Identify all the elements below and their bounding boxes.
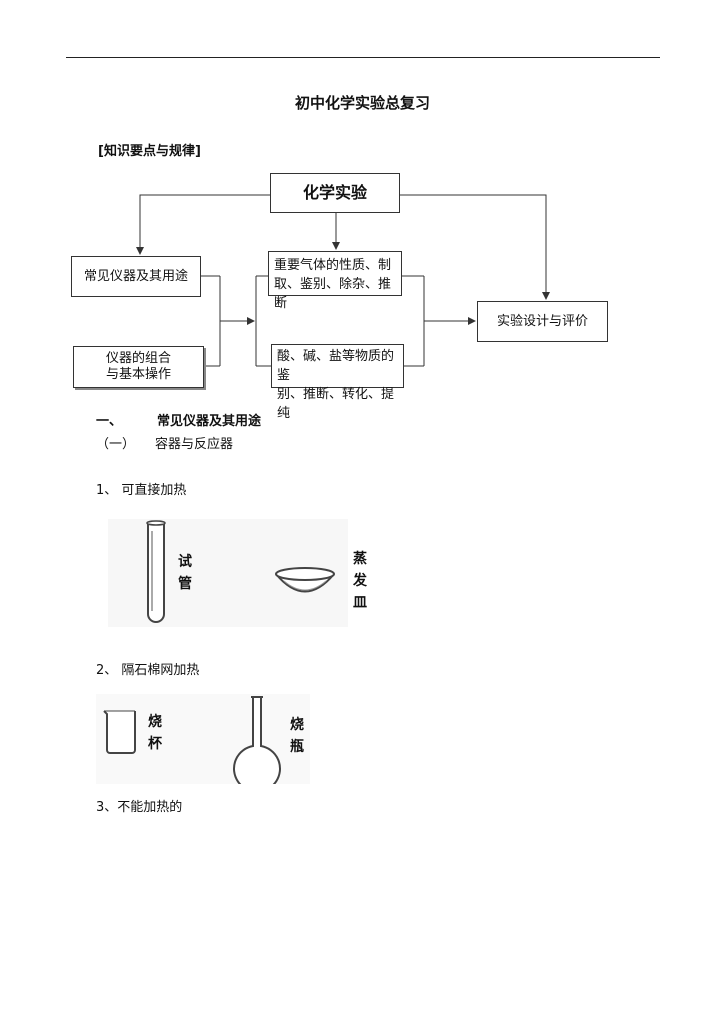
diagram-gases-line1: 重要气体的性质、制: [274, 258, 392, 273]
section-title: 常见仪器及其用途: [157, 414, 262, 429]
subsection-title: 容器与反应器: [155, 437, 234, 452]
list-item-gauze-heating: 2、 隔石棉网加热: [96, 663, 200, 678]
test-tube-icon: [146, 520, 166, 623]
beaker-icon: [103, 710, 136, 754]
diagram-main-node: 化学实验: [270, 173, 400, 213]
beaker-label: 烧 杯: [148, 714, 162, 752]
flowchart-connectors: [136, 194, 550, 367]
figure-direct-heating-drawing: [146, 520, 335, 623]
document-title: 初中化学实验总复习: [294, 94, 430, 112]
figure-gauze-heating: 烧 杯 烧 瓶: [96, 694, 310, 793]
section-tag: [知识要点与规律]: [98, 144, 201, 159]
diagram-combination-line1: 仪器的组合: [105, 351, 171, 366]
evaporating-dish-icon: [275, 567, 335, 593]
diagram-acids-node: 酸、碱、盐等物质的鉴 别、推断、转化、提纯: [271, 344, 404, 421]
diagram-acids-line1: 酸、碱、盐等物质的鉴: [277, 349, 395, 383]
list-item-direct-heating: 1、 可直接加热: [96, 483, 187, 498]
diagram-main-label: 化学实验: [302, 183, 367, 202]
section-number: 一、: [96, 414, 123, 429]
evaporating-dish-label: 蒸 发 皿: [353, 551, 367, 611]
diagram-gases-line2: 取、鉴别、除杂、推断: [274, 277, 392, 311]
diagram-design-label: 实验设计与评价: [496, 313, 588, 329]
diagram-combination-node: 仪器的组合 与基本操作: [73, 346, 204, 388]
subsection-number: （一）: [96, 437, 136, 452]
flask-label: 烧 瓶: [290, 717, 304, 755]
list-item-no-heating: 3、不能加热的: [96, 800, 183, 815]
figure-direct-heating: 试 管: [108, 519, 348, 627]
header-rule: [66, 57, 660, 58]
diagram-combination-line2: 与基本操作: [105, 367, 171, 382]
figure-gauze-heating-drawing: [103, 696, 281, 793]
diagram-instruments-label: 常见仪器及其用途: [83, 268, 188, 284]
diagram-design-node: 实验设计与评价: [477, 301, 608, 342]
diagram-acids-line2: 别、推断、转化、提纯: [277, 387, 395, 421]
diagram-instruments-node: 常见仪器及其用途: [71, 256, 201, 297]
diagram-gases-node: 重要气体的性质、制 取、鉴别、除杂、推断: [268, 251, 402, 311]
flask-icon: [233, 696, 281, 793]
test-tube-label: 试 管: [178, 554, 192, 592]
